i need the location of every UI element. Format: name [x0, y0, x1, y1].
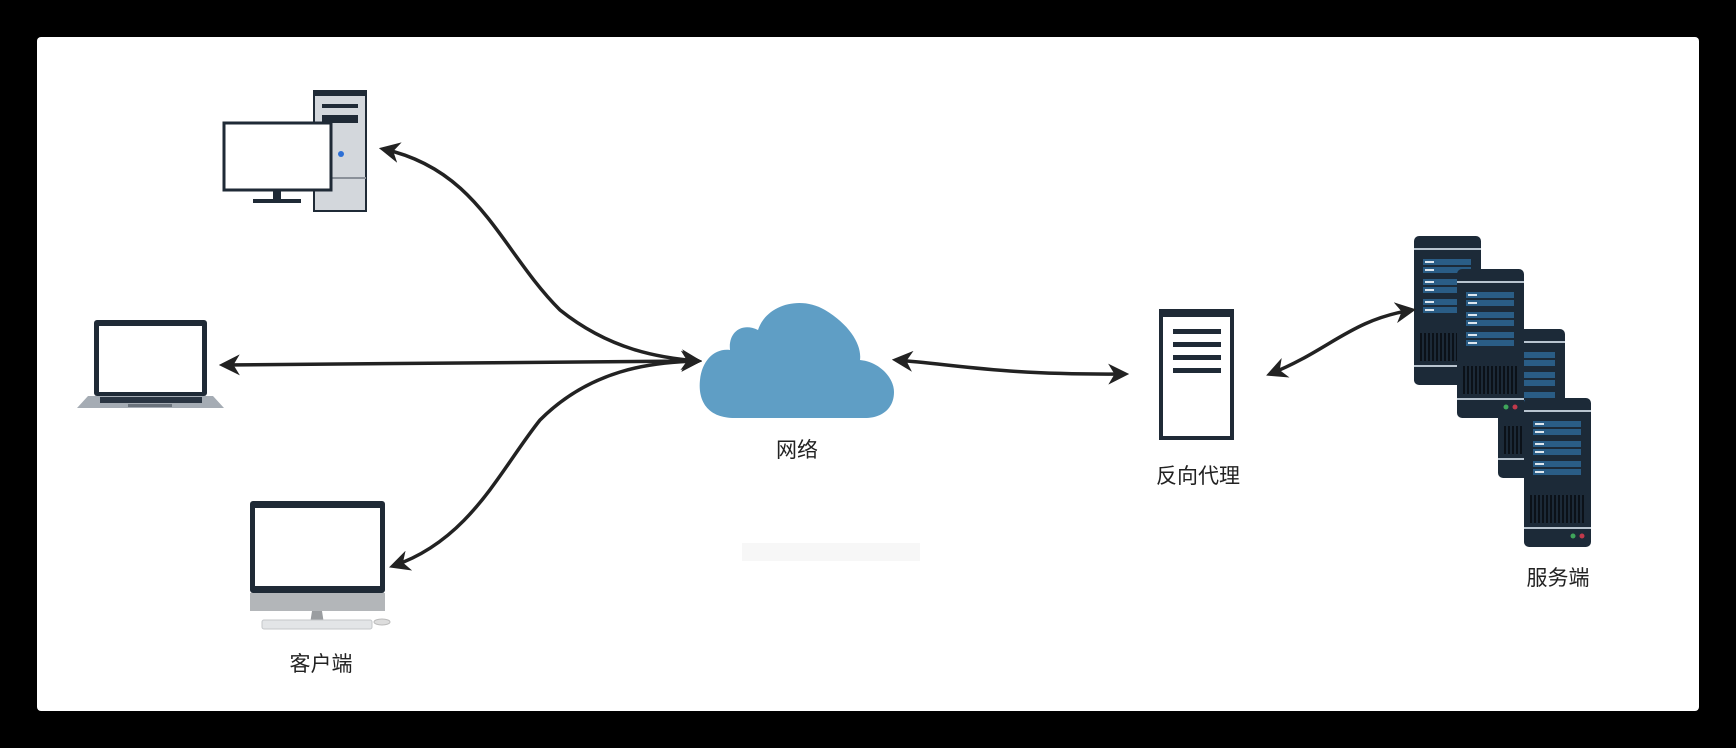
- label-clients: 客户端: [289, 652, 353, 676]
- label-servers: 服务端: [1526, 566, 1590, 590]
- arrow-laptop-network: [218, 350, 703, 376]
- server-icon: [1457, 269, 1524, 418]
- label-network: 网络: [776, 438, 818, 462]
- label-reverse-proxy: 反向代理: [1156, 464, 1240, 488]
- connectors: [218, 142, 1417, 571]
- cloud-network-icon: [699, 302, 894, 418]
- desktop-pc-icon: [222, 90, 367, 212]
- arrow-imac-network: [389, 350, 703, 571]
- arrow-network-proxy: [891, 350, 1130, 385]
- server-rack-icon: [1414, 236, 1591, 547]
- reverse-proxy-icon: [1159, 309, 1234, 440]
- imac-icon: [250, 501, 391, 630]
- faint-smudge: [742, 543, 920, 561]
- arrow-proxy-servers: [1266, 302, 1417, 378]
- arrow-desktop-network: [378, 142, 703, 371]
- server-icon: [1524, 398, 1591, 547]
- laptop-icon: [77, 320, 224, 408]
